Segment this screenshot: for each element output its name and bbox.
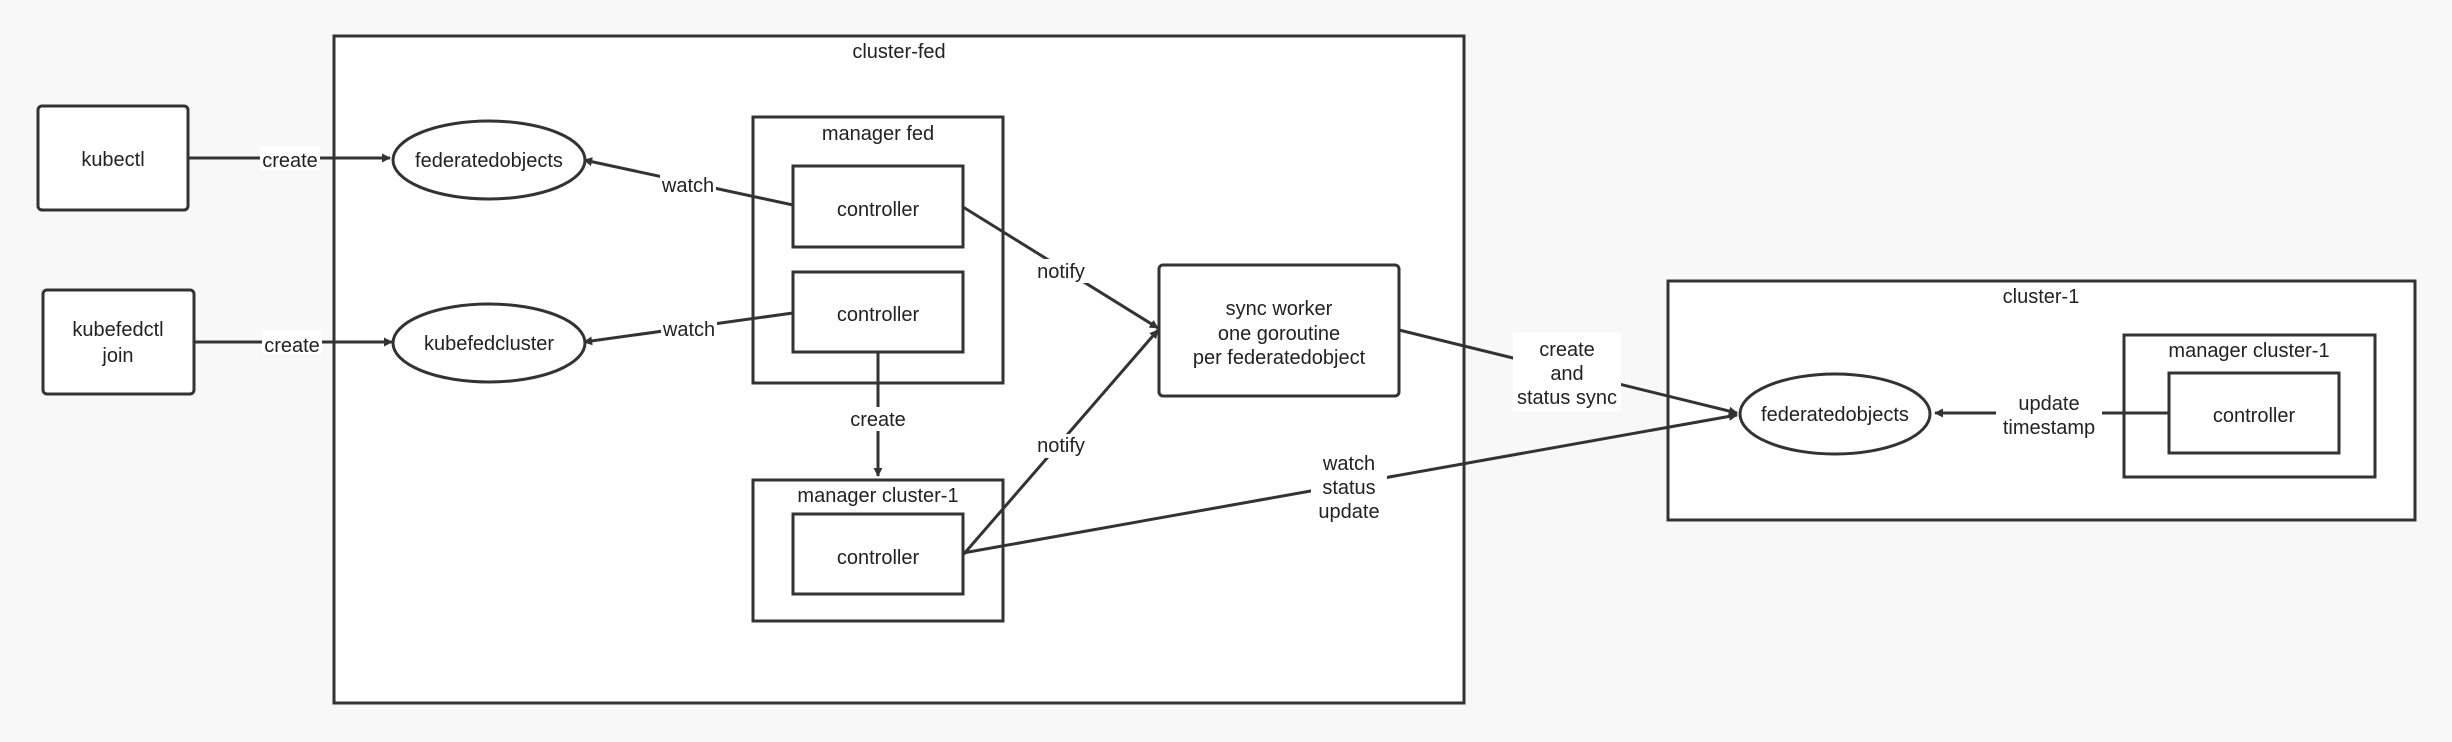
node-sync-worker-label-1: sync worker	[1226, 298, 1333, 320]
node-sync-worker: sync worker one goroutine per federatedo…	[1157, 263, 1401, 398]
node-kubefedcluster: kubefedcluster	[391, 302, 587, 384]
label-watch-1: watch	[661, 175, 714, 197]
label-update-timestamp-1: update	[2018, 393, 2079, 415]
node-federatedobjects-left: federatedobjects	[391, 119, 587, 201]
node-kubectl-label: kubectl	[81, 149, 144, 171]
node-controller-cluster-1-label: controller	[837, 547, 920, 569]
node-federatedobjects-right-label: federatedobjects	[1761, 404, 1909, 426]
label-watch-2: watch	[662, 319, 715, 341]
label-notify-1: notify	[1037, 261, 1085, 283]
node-kubefedctl-join-label: kubefedctl	[72, 319, 163, 341]
node-sync-worker-label-2: one goroutine	[1218, 323, 1340, 345]
label-create-status-sync-3: status sync	[1517, 387, 1617, 409]
label-kubectl-create: create	[262, 150, 318, 172]
node-controller-right: controller	[2167, 371, 2341, 455]
manager-cluster-1-inner-title: manager cluster-1	[797, 485, 958, 507]
label-update-timestamp-2: timestamp	[2003, 417, 2095, 439]
node-sync-worker-label-3: per federatedobject	[1193, 347, 1366, 369]
label-watch-status-update-3: update	[1318, 501, 1379, 523]
label-create-status-sync-2: and	[1550, 363, 1583, 385]
node-kubectl: kubectl	[36, 104, 190, 212]
label-create-status-sync-1: create	[1539, 339, 1595, 361]
node-federatedobjects-left-label: federatedobjects	[415, 150, 563, 172]
node-federatedobjects-right: federatedobjects	[1738, 372, 1932, 456]
node-controller-right-label: controller	[2213, 405, 2296, 427]
label-watch-status-update-1: watch	[1322, 453, 1375, 475]
manager-fed-title: manager fed	[822, 123, 934, 145]
label-kubefedctl-create: create	[264, 335, 320, 357]
node-kubefedctl-join-label-2: join	[101, 345, 133, 367]
node-controller-cluster-1: controller	[791, 512, 965, 596]
cluster-1-title: cluster-1	[2003, 286, 2080, 308]
node-controller-fed-2-label: controller	[837, 304, 920, 326]
label-watch-status-update-2: status	[1322, 477, 1375, 499]
edge-labels: create create watch watch notify create …	[260, 146, 2102, 526]
node-kubefedctl-join: kubefedctl join	[41, 288, 196, 396]
cluster-fed-title: cluster-fed	[852, 41, 945, 63]
node-controller-fed-2: controller	[791, 270, 965, 354]
label-notify-2: notify	[1037, 435, 1085, 457]
manager-cluster-1-right-title: manager cluster-1	[2168, 340, 2329, 362]
label-manager-create: create	[850, 409, 906, 431]
node-controller-fed-1: controller	[791, 164, 965, 249]
node-controller-fed-1-label: controller	[837, 199, 920, 221]
node-kubefedcluster-label: kubefedcluster	[424, 333, 554, 355]
